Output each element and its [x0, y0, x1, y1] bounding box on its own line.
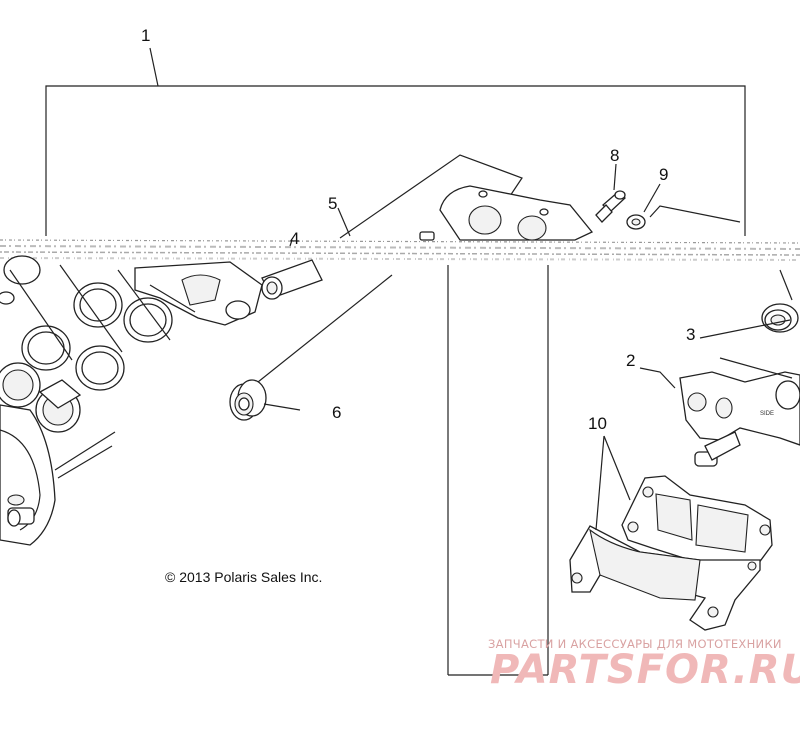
scan-streak: [0, 236, 800, 264]
caliper-half: [134, 261, 263, 326]
callout-6: 6: [332, 403, 341, 422]
bleeder-screw-8: [595, 190, 626, 223]
callout-3: 3: [686, 325, 695, 344]
mounting-bracket-2: SIDE: [679, 357, 800, 467]
piston-stack: [0, 255, 173, 433]
callout-5: 5: [328, 194, 337, 213]
callout-9: 9: [659, 165, 668, 184]
callout-10: 10: [588, 414, 607, 433]
brake-pad-front: [569, 525, 761, 631]
dust-boot-6: [229, 274, 393, 421]
leader-lines: [149, 47, 791, 531]
callouts: 1 2 3 4 5 6 8 9 10: [141, 26, 695, 433]
seal-right: [761, 269, 799, 333]
guide-bolt-4: [261, 259, 323, 300]
callout-8: 8: [610, 146, 619, 165]
callout-1: 1: [141, 26, 150, 45]
watermark: ЗАПЧАСТИ И АКСЕССУАРЫ ДЛЯ МОТОТЕХНИКИ PA…: [488, 637, 800, 693]
svg-text:SIDE: SIDE: [760, 411, 774, 417]
copyright-text: © 2013 Polaris Sales Inc.: [165, 569, 322, 585]
cap-9: [626, 205, 741, 230]
callout-2: 2: [626, 351, 635, 370]
watermark-logo: PARTSFOR.RU: [490, 647, 800, 693]
callout-4: 4: [290, 229, 299, 248]
assembly-frame: [45, 85, 746, 676]
caliper-bracket-5: [339, 154, 594, 241]
caliper-housing: [0, 404, 116, 546]
watermark-tagline: ЗАПЧАСТИ И АКСЕССУАРЫ ДЛЯ МОТОТЕХНИКИ: [488, 637, 782, 651]
